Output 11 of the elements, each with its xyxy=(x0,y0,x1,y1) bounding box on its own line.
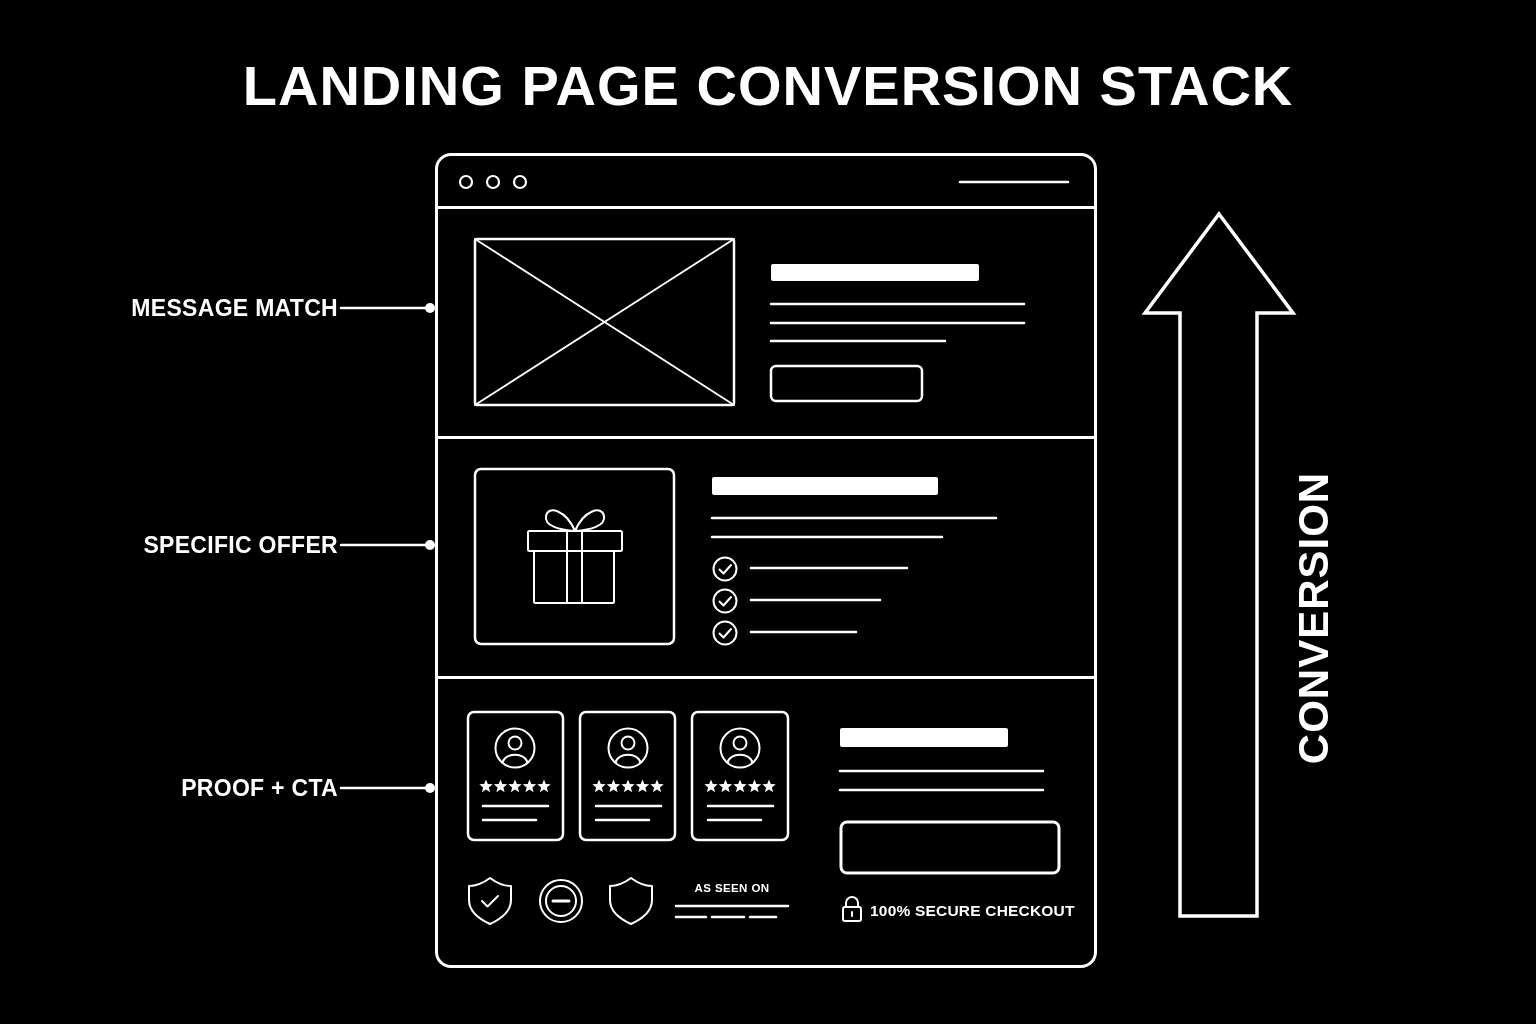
leader-line xyxy=(339,303,435,313)
leader-line xyxy=(339,783,435,793)
arrow-label: CONVERSION xyxy=(1293,471,1335,765)
security-note: 100% SECURE CHECKOUT xyxy=(870,903,1075,919)
callout-label: MESSAGE MATCH xyxy=(131,296,338,320)
leader-line xyxy=(339,540,435,550)
callout-label: SPECIFIC OFFER xyxy=(143,533,338,557)
diagram-title: LANDING PAGE CONVERSION STACK xyxy=(242,58,1294,114)
section-caption: AS SEEN ON xyxy=(694,883,770,895)
callout-label: PROOF + CTA xyxy=(181,776,338,800)
browser-window xyxy=(435,153,1097,968)
